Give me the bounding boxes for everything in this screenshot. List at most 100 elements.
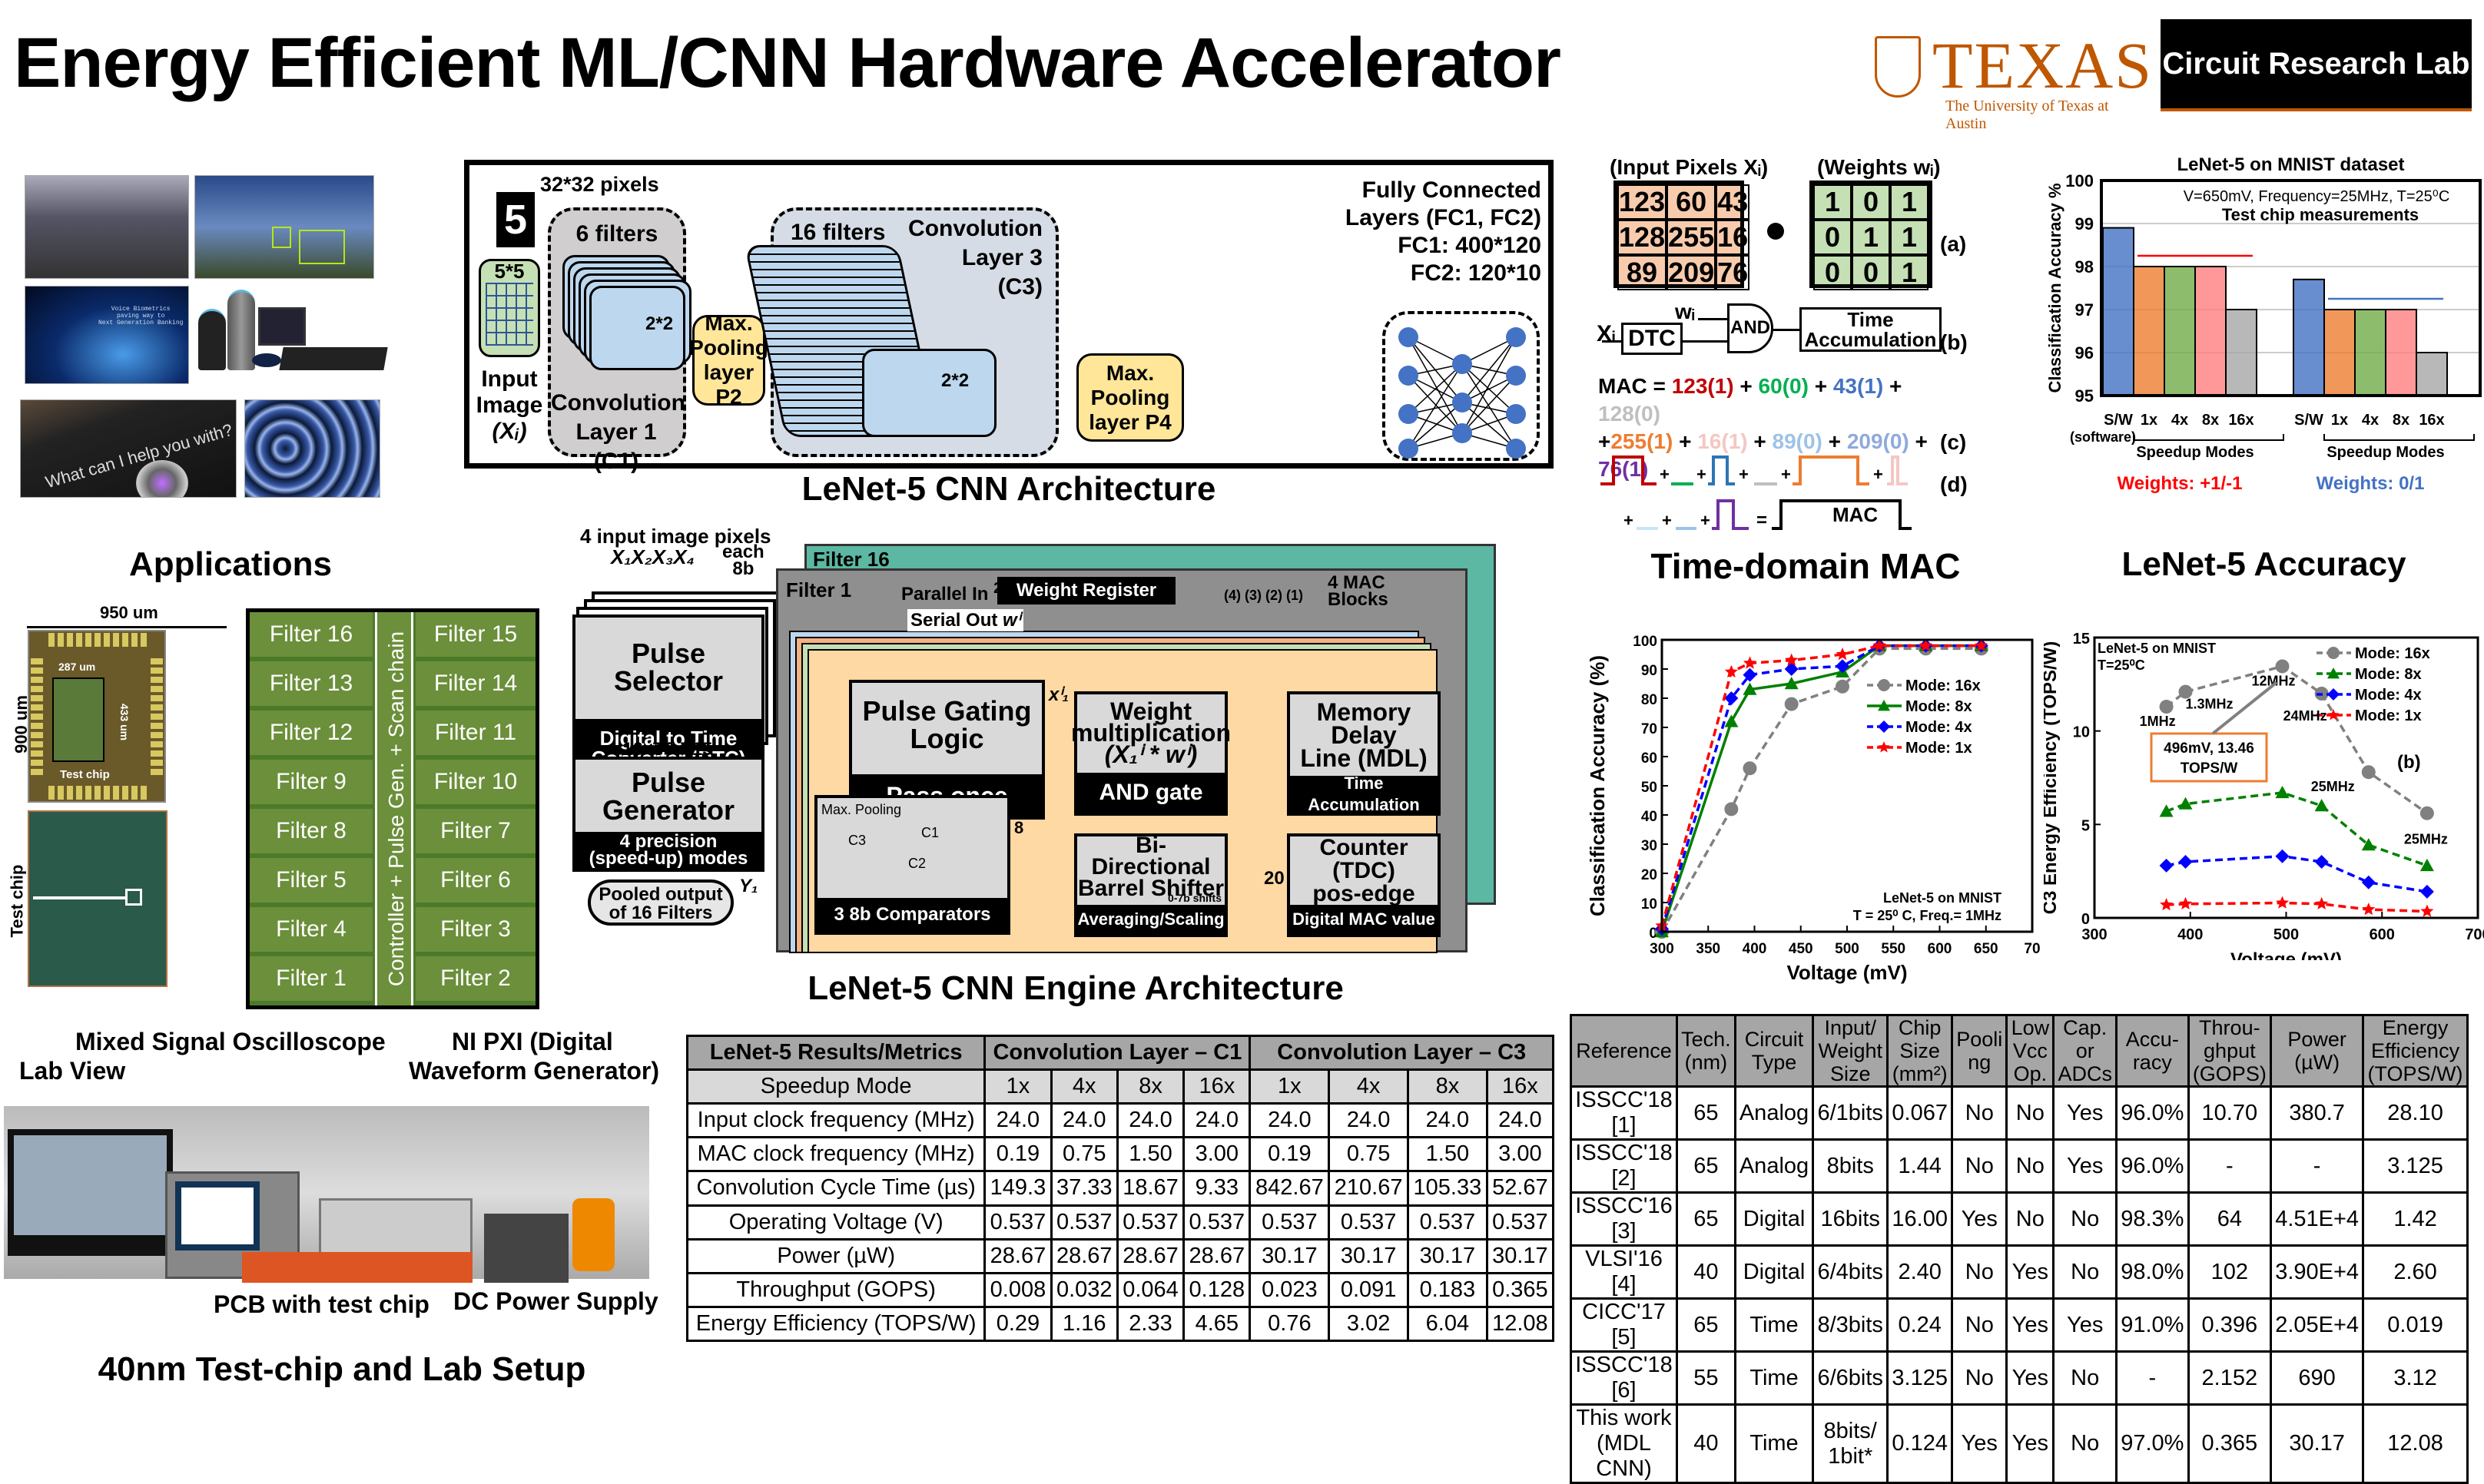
memory-delay-line-block: Memory Delay Line (MDL) Time Accumulatio… xyxy=(1287,691,1441,816)
pgl-label-2: Logic xyxy=(910,723,984,754)
energy-efficiency-chart: 051015300400500600700Voltage (mV)C3 Ener… xyxy=(2044,631,2484,960)
table-cell: Digital xyxy=(1733,1191,1815,1247)
applications-title: Applications xyxy=(128,545,333,583)
table-cell: 3.12 xyxy=(2362,1350,2469,1406)
table-cell: 8bits xyxy=(1812,1138,1889,1194)
xi1-signal: xⁱ₁ xyxy=(1049,684,1070,705)
table-cell: 6/6bits xyxy=(1812,1350,1889,1406)
x-tick-label: 450 xyxy=(1789,941,1813,957)
chart-annotation: T=25⁰C xyxy=(2098,658,2145,673)
table-cell: 0.537 xyxy=(1116,1204,1186,1241)
mac-block-4: (4) xyxy=(1224,588,1241,603)
x-tick-label: 16x xyxy=(2419,412,2444,429)
series-line xyxy=(1660,647,1982,932)
filter-block: Filter 11 xyxy=(416,711,536,755)
weight-register: Weight Register xyxy=(997,577,1176,605)
mac-block-3: (3) xyxy=(1245,588,1262,603)
data-point xyxy=(1724,714,1739,727)
core-width-label: 287 um xyxy=(58,661,96,673)
table-cell: 0.537 xyxy=(983,1204,1053,1241)
data-point xyxy=(2419,806,2434,820)
data-point xyxy=(1878,720,1890,733)
input-pixel-cell: 255 xyxy=(1667,220,1716,255)
speedup-mode-cell: 4x xyxy=(1328,1068,1409,1105)
weight-cell: 0 xyxy=(1813,220,1852,255)
y-tick-label: 50 xyxy=(1641,780,1657,796)
table-cell: 0.29 xyxy=(983,1305,1053,1343)
y-tick-label: 98 xyxy=(2075,257,2094,277)
table-cell: 96.0% xyxy=(2115,1085,2190,1141)
table-cell: 2.05E+4 xyxy=(2270,1297,2365,1353)
counter-tdc-block: Counter (TDC) pos-edge Digital MAC value xyxy=(1287,833,1441,937)
table-cell: No xyxy=(1951,1244,2008,1300)
table-cell: No xyxy=(2052,1403,2118,1484)
filter-block: Filter 12 xyxy=(250,711,373,755)
label-b: (b) xyxy=(1940,330,1968,354)
circuit-research-lab-logo: Circuit Research Lab xyxy=(2161,19,2472,111)
frequency-label: 12MHz xyxy=(2252,673,2296,688)
y-tick-label: 96 xyxy=(2075,343,2094,363)
y-tick-label: 15 xyxy=(2073,631,2090,648)
table-cell: 0.396 xyxy=(2187,1297,2273,1353)
table-cell: 2.40 xyxy=(1886,1244,1954,1300)
bar xyxy=(2293,278,2325,396)
pgl-label-1: Pulse Gating xyxy=(862,695,1032,727)
table-cell: ISSCC'18 [2] xyxy=(1570,1138,1678,1194)
chart-annotation: T = 25⁰ C, Freq.= 1MHz xyxy=(1853,908,2001,923)
table-cell: 24.0 xyxy=(1328,1102,1409,1139)
data-point xyxy=(2275,659,2290,674)
speedup-mode-cell: 8x xyxy=(1407,1068,1488,1105)
x3-label: X₃ xyxy=(652,545,674,568)
data-point xyxy=(2178,684,2193,699)
table-cell: 0.365 xyxy=(1485,1271,1555,1308)
input-image-kernel: 5*5 xyxy=(479,259,540,357)
svg-text:+: + xyxy=(1662,511,1672,530)
chart-title: LeNet-5 on MNIST dataset xyxy=(2177,154,2404,175)
data-point xyxy=(1919,638,1932,651)
table-cell: 16bits xyxy=(1812,1191,1889,1247)
table-cell: 3.125 xyxy=(2362,1138,2469,1194)
svg-text:+: + xyxy=(1623,511,1633,530)
table-cell: - xyxy=(2270,1138,2365,1194)
pooled-label-2: of 16 Filters xyxy=(609,903,713,923)
table-cell: 6/4bits xyxy=(1812,1244,1889,1300)
lab-label-pcb: PCB with test chip xyxy=(214,1290,429,1318)
table-cell: Yes xyxy=(2005,1350,2055,1406)
weight-cell: 1 xyxy=(1890,255,1928,290)
y-tick-label: 10 xyxy=(1641,896,1657,913)
svg-text:=: = xyxy=(1756,510,1767,531)
software-label: (software) xyxy=(2070,429,2136,445)
table-cell: 102 xyxy=(2187,1244,2273,1300)
table-cell: VLSI'16 [4] xyxy=(1570,1244,1678,1300)
microphone-icon xyxy=(136,460,188,497)
table-cell: Operating Voltage (V) xyxy=(685,1204,987,1241)
x-tick-label: 600 xyxy=(1928,941,1952,957)
mac-eq-plus: + xyxy=(1883,374,1902,398)
wm-sub-label: AND gate xyxy=(1077,773,1225,813)
x2-label: X₂ xyxy=(631,545,652,568)
kernel-size-label: 5*5 xyxy=(494,260,525,283)
table-cell: 0.19 xyxy=(1249,1136,1331,1173)
y-tick-label: 10 xyxy=(2073,724,2090,741)
input-pixel-cell: 209 xyxy=(1667,255,1716,290)
table-cell: Analog xyxy=(1733,1085,1815,1141)
pulse-selector-label-2: Selector xyxy=(613,665,724,697)
table-cell: 0.537 xyxy=(1182,1204,1252,1241)
table-cell: ISSCC'16 [3] xyxy=(1570,1191,1678,1247)
table-cell: 98.0% xyxy=(2115,1244,2190,1300)
mac-equation: MAC = 123(1) + 60(0) + 43(1) + 128(0) +2… xyxy=(1598,373,1967,483)
mac-result-label: MAC xyxy=(1832,503,1879,526)
mac-eq-plus: + xyxy=(1822,429,1847,453)
filter-block: Filter 15 xyxy=(416,612,536,657)
table-cell: 0.76 xyxy=(1249,1305,1331,1343)
medical-scan-image xyxy=(244,399,380,498)
data-point xyxy=(2419,884,2434,899)
data-point xyxy=(1835,679,1849,694)
table-cell: No xyxy=(1951,1350,2008,1406)
c1-filters-label: 6 filters xyxy=(575,221,658,247)
comparison-header-cell: Tech. (nm) xyxy=(1675,1014,1736,1088)
table-cell: 0.19 xyxy=(983,1136,1053,1173)
